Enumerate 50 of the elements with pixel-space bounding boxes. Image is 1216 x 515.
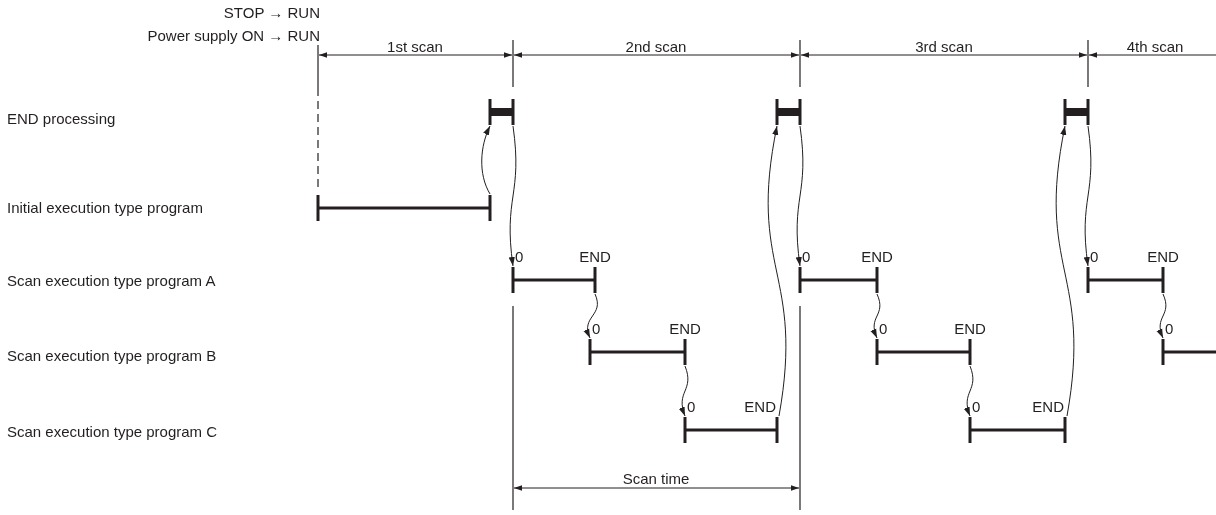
execution-bar xyxy=(683,417,779,443)
scan-period-label: 4th scan xyxy=(1126,38,1184,55)
start-step-label: 0 xyxy=(1165,320,1174,337)
processing-bar xyxy=(488,99,515,125)
flow-arrow xyxy=(870,293,881,339)
row-label: Scan execution type program A xyxy=(7,272,216,289)
end-step-label: END xyxy=(1032,398,1064,415)
execution-bar xyxy=(511,267,597,293)
flow-arrow xyxy=(481,125,491,195)
execution-bar xyxy=(968,417,1067,443)
end-step-label: END xyxy=(669,320,701,337)
flow-arrow xyxy=(1156,293,1167,339)
start-step-label: 0 xyxy=(515,248,524,265)
scan-period-label: 3rd scan xyxy=(915,38,973,55)
end-step-label: END xyxy=(744,398,776,415)
scan-period-label: 2nd scan xyxy=(625,38,687,55)
flow-arrow xyxy=(1055,125,1075,417)
end-step-label: END xyxy=(861,248,893,265)
flow-arrow xyxy=(508,125,517,267)
execution-bar xyxy=(875,339,972,365)
execution-bar xyxy=(798,267,879,293)
dimension-label: Scan time xyxy=(622,470,690,487)
end-step-label: END xyxy=(1147,248,1179,265)
flow-arrow xyxy=(767,125,787,417)
end-step-label: END xyxy=(954,320,986,337)
row-label: END processing xyxy=(7,110,116,127)
flow-arrow xyxy=(584,293,598,339)
flow-arrow xyxy=(964,365,974,417)
mode-transition-label: STOP → RUN xyxy=(223,4,320,21)
execution-bar xyxy=(588,339,687,365)
start-step-label: 0 xyxy=(802,248,811,265)
execution-bar xyxy=(316,195,492,221)
start-step-label: 0 xyxy=(972,398,981,415)
execution-bar xyxy=(1086,267,1165,293)
start-step-label: 0 xyxy=(592,320,601,337)
processing-bar xyxy=(775,99,802,125)
row-label: Initial execution type program xyxy=(7,199,203,216)
scan-period-label: 1st scan xyxy=(387,38,443,55)
start-step-label: 0 xyxy=(1090,248,1099,265)
execution-bar xyxy=(1161,339,1216,365)
row-label: Scan execution type program C xyxy=(7,423,218,440)
start-step-label: 0 xyxy=(687,398,696,415)
flow-arrow xyxy=(1083,125,1092,267)
mode-transition-label: Power supply ON → RUN xyxy=(147,27,320,44)
row-label: Scan execution type program B xyxy=(7,347,217,364)
start-step-label: 0 xyxy=(879,320,888,337)
flow-arrow xyxy=(679,365,689,417)
flow-arrow xyxy=(795,125,804,267)
processing-bar xyxy=(1063,99,1090,125)
end-step-label: END xyxy=(579,248,611,265)
